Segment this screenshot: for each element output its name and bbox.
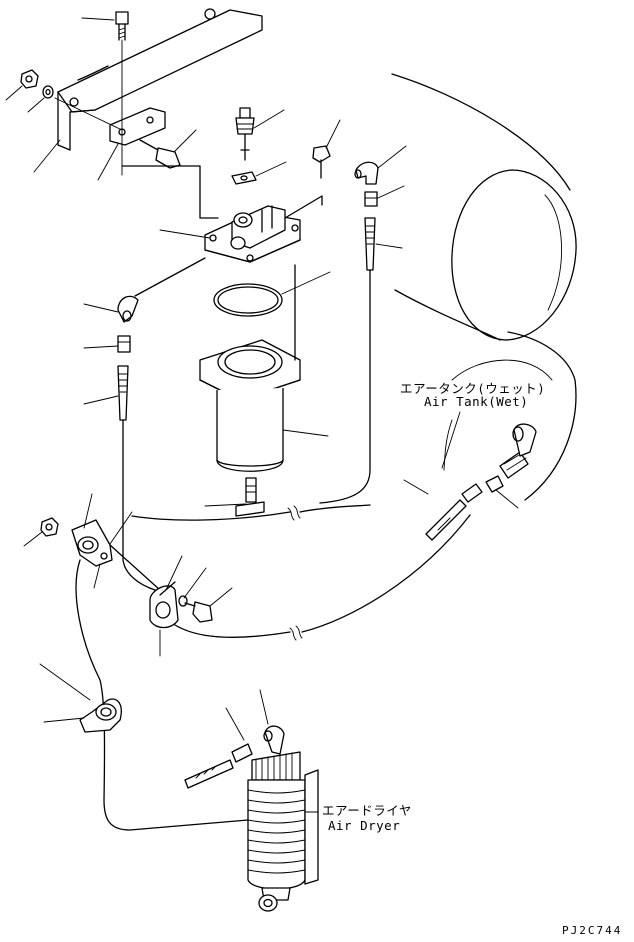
- tank-label-leaders: [443, 359, 553, 471]
- nut-left: [20, 69, 39, 89]
- air-dryer-label-jp: エアードライヤ: [322, 803, 412, 818]
- clamp-lower: [149, 581, 179, 629]
- air-dryer: [247, 751, 319, 912]
- bolt-small: [312, 145, 331, 179]
- clamp-middle: [71, 519, 161, 591]
- o-ring: [213, 283, 283, 317]
- seal-washer: [231, 171, 257, 185]
- air-dryer-label-en: Air Dryer: [328, 818, 401, 833]
- filter-head: [121, 165, 323, 263]
- air-tank: [391, 73, 577, 501]
- bolt-lower: [184, 601, 213, 623]
- hose-dryer-inlet: [184, 743, 253, 789]
- connector-tank: [461, 483, 483, 503]
- clamp-bottom: [79, 698, 122, 733]
- hose-left: [117, 365, 156, 591]
- mounting-bracket: [57, 8, 263, 151]
- air-tank-label-jp: エアータンク(ウェット): [400, 381, 546, 396]
- pipe-mid: [131, 511, 291, 521]
- hose-upper-right: [319, 217, 376, 504]
- washer-lower: [178, 595, 188, 607]
- elbow-fitting-upper: [354, 161, 379, 185]
- drawing-code: PJ2C744: [562, 924, 623, 937]
- bolt-horizontal: [139, 139, 181, 169]
- nut-middle: [40, 517, 59, 537]
- filter-bowl: [199, 264, 301, 472]
- pipe-lower: [174, 624, 291, 638]
- drain-valve: [235, 477, 265, 517]
- elbow-dryer: [263, 725, 285, 755]
- bolt-top: [115, 11, 129, 176]
- valve-tank: [499, 423, 537, 479]
- washer-left: [42, 85, 54, 99]
- check-valve-top: [235, 107, 255, 161]
- connector-left: [117, 335, 131, 353]
- air-tank-label-en: Air Tank(Wet): [424, 394, 529, 409]
- elbow-fitting-left: [117, 257, 206, 323]
- fitting-tank: [485, 475, 504, 493]
- connector-upper: [364, 191, 378, 207]
- hose-tank: [425, 499, 467, 541]
